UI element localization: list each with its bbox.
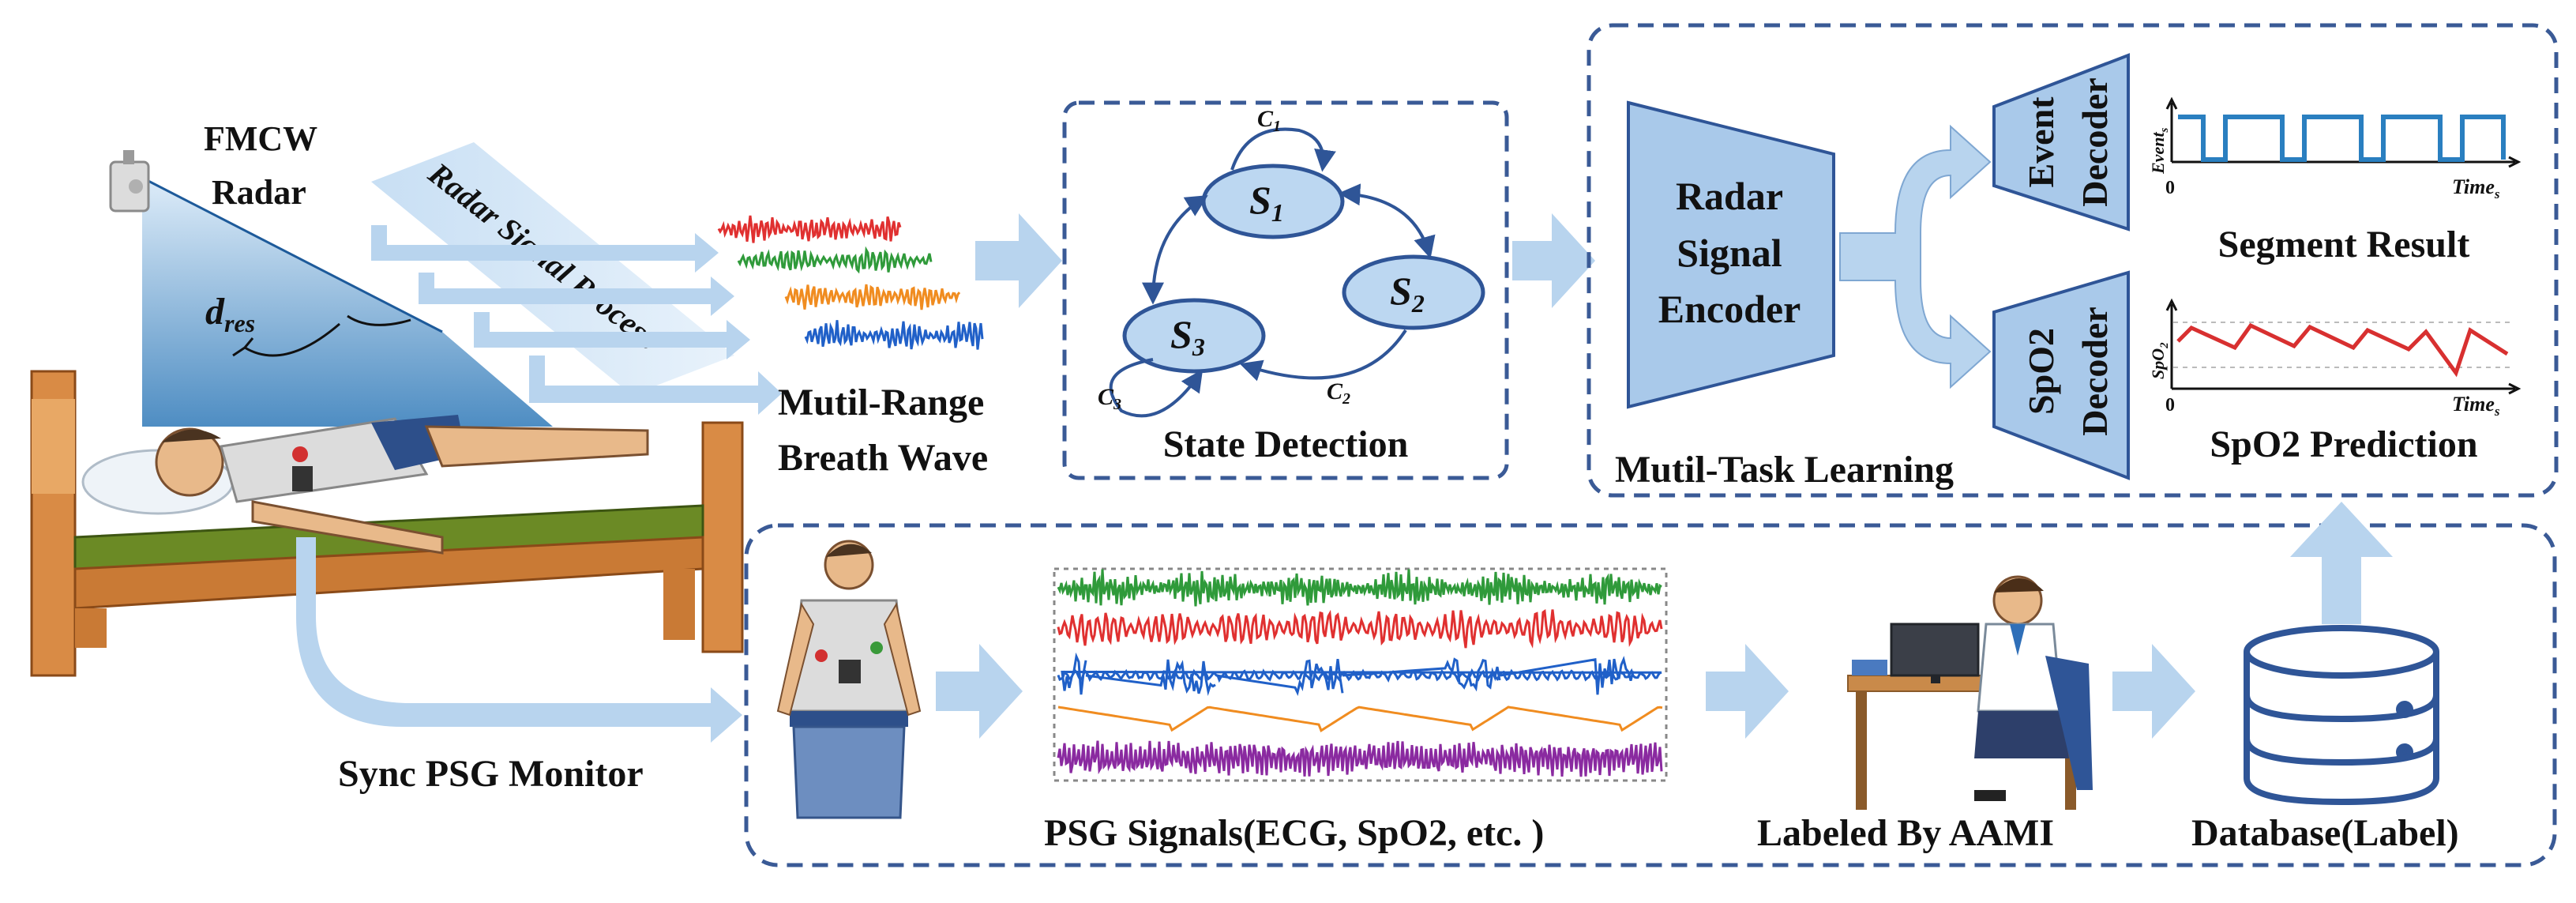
spo2-origin: 0 xyxy=(2165,395,2175,416)
event-decoder xyxy=(1992,53,2130,231)
breath-wave-green xyxy=(737,246,933,274)
multitask-title: Mutil-Task Learning xyxy=(1615,449,1954,491)
segment-xlabel: Times xyxy=(2452,175,2500,201)
flow-arrow-5 xyxy=(2112,644,2195,739)
state-s2-label: S2 xyxy=(1390,269,1425,318)
breath-label-line1: Mutil-Range xyxy=(778,382,984,423)
psg-box xyxy=(744,523,2557,867)
breath-label-line2: Breath Wave xyxy=(778,437,988,479)
psg-signals-frame xyxy=(1053,567,1668,782)
d-res-label: dres xyxy=(205,291,255,337)
encoder-line3: Encoder xyxy=(1658,287,1801,331)
transition-c3-label: C3 xyxy=(1098,384,1121,413)
state-detection-title: State Detection xyxy=(1163,423,1409,465)
radar-scene: FMCW Radar dres xyxy=(30,119,744,677)
encoder-line2: Signal xyxy=(1677,231,1782,275)
flow-arrow-3 xyxy=(936,644,1023,739)
breath-waves xyxy=(717,215,984,350)
radar-label-line2: Radar xyxy=(212,173,306,212)
spo2-xlabel: Times xyxy=(2452,393,2500,419)
spo2-decoder xyxy=(1992,270,2130,480)
state-s3-label: S3 xyxy=(1170,312,1205,361)
event-decoder-line1: Event xyxy=(2021,96,2061,188)
d-res-arc xyxy=(244,322,340,357)
flow-arrow-4 xyxy=(1706,644,1789,739)
database-icon xyxy=(2244,625,2439,806)
radar-label-line1: FMCW xyxy=(204,119,317,158)
sync-psg-label: Sync PSG Monitor xyxy=(338,753,644,795)
psg-subject-icon xyxy=(776,540,922,819)
state-s1-label: S1 xyxy=(1249,178,1284,227)
range-bin-arrows xyxy=(371,225,782,415)
segment-ylabel: Events xyxy=(2148,127,2171,175)
multitask-panel: Radar Signal Encoder Event Decoder SpO2 … xyxy=(1587,23,2559,498)
patient-icon xyxy=(155,415,649,555)
psg-signal-red xyxy=(1057,609,1663,649)
segment-result-plot: Events 0 Times Segment Result xyxy=(2148,96,2522,265)
spo2-ylabel: SpO2 xyxy=(2148,342,2171,379)
psg-signal-green xyxy=(1057,569,1662,607)
spo2-prediction-title: SpO2 Prediction xyxy=(2210,423,2477,465)
labeled-by-aami-label: Labeled By AAMI xyxy=(1757,812,2054,854)
spo2-decoder-line1: SpO2 xyxy=(2021,328,2061,415)
radar-signal-encoder xyxy=(1627,100,1835,409)
psg-signal-orange xyxy=(1057,705,1663,732)
breath-wave-blue xyxy=(804,320,984,350)
segment-origin: 0 xyxy=(2165,178,2175,198)
state-detection-panel: S1 S2 S3 C1 C2 C3 State Detection xyxy=(1062,100,1509,480)
breath-wave-red xyxy=(717,215,902,243)
spo2-prediction-line xyxy=(2176,322,2509,378)
transition-c1-label: C1 xyxy=(1257,106,1281,135)
flow-arrow-2 xyxy=(1512,213,1595,308)
flow-arrow-1 xyxy=(975,213,1062,308)
transition-c2-label: C2 xyxy=(1327,378,1350,408)
spo2-prediction-plot: SpO2 0 Times SpO2 Prediction xyxy=(2148,298,2522,465)
branch-arrow xyxy=(1839,124,1992,389)
psg-signals-label: PSG Signals(ECG, SpO2, etc. ) xyxy=(1044,812,1544,854)
sync-arrow xyxy=(296,537,742,743)
event-decoder-line2: Decoder xyxy=(2075,77,2115,206)
flow-arrow-up xyxy=(2290,502,2393,624)
database-label: Database(Label) xyxy=(2191,812,2459,854)
encoder-line1: Radar xyxy=(1676,174,1783,218)
psg-signal-blue xyxy=(1057,652,1662,696)
psg-signal-purple xyxy=(1057,740,1663,777)
spo2-decoder-line2: Decoder xyxy=(2075,307,2115,435)
psg-pipeline: Sync PSG Monitor PSG Signals(ECG, SpO2, … xyxy=(296,502,2557,867)
segment-result-title: Segment Result xyxy=(2218,224,2470,265)
breath-wave-orange xyxy=(784,284,961,310)
bed-icon xyxy=(30,370,744,677)
radar-device-icon xyxy=(109,150,150,213)
segment-result-line xyxy=(2178,115,2506,162)
multitask-box xyxy=(1587,23,2559,498)
doctor-icon xyxy=(1847,575,2093,810)
radar-beam xyxy=(142,178,553,427)
state-detection-box xyxy=(1062,100,1509,480)
